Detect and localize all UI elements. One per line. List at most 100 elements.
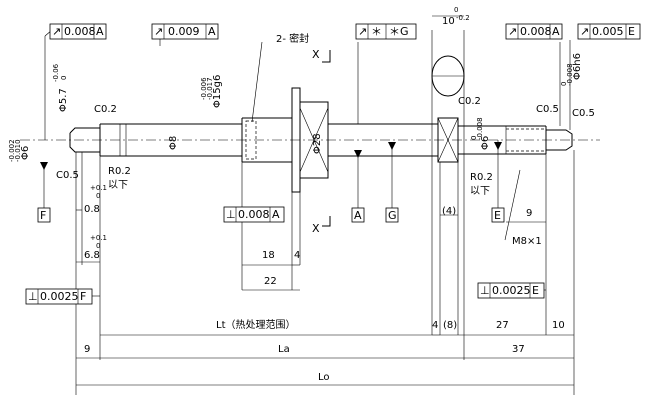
svg-text:↗: ↗ bbox=[580, 25, 589, 38]
svg-text:0.0025: 0.0025 bbox=[40, 290, 79, 303]
svg-text:-0.06: -0.06 bbox=[52, 63, 60, 82]
datum-box-f: F bbox=[37, 207, 51, 223]
c02-left-label: C0.2 bbox=[94, 104, 117, 115]
svg-text:＊: ＊ bbox=[371, 25, 382, 38]
svg-text:0.0025: 0.0025 bbox=[492, 284, 531, 297]
svg-text:G: G bbox=[388, 209, 397, 222]
phi57-label: Φ5.7 bbox=[58, 88, 69, 112]
dim-9a-label: 9 bbox=[526, 208, 532, 219]
datum-triangle-e bbox=[494, 142, 502, 150]
svg-text:↗: ↗ bbox=[358, 25, 367, 38]
r02-left-label: R0.2 bbox=[108, 166, 131, 177]
below-left-label: 以下 bbox=[108, 180, 128, 191]
svg-text:E: E bbox=[628, 25, 635, 38]
c05-left-label: C0.5 bbox=[56, 170, 79, 181]
svg-text:0.009: 0.009 bbox=[168, 25, 200, 38]
svg-text:F: F bbox=[80, 290, 86, 303]
svg-text:0.008: 0.008 bbox=[238, 208, 270, 221]
dim-9b-label: 9 bbox=[84, 344, 90, 355]
phi8-label: Φ8 bbox=[168, 136, 179, 150]
r02-right-label: R0.2 bbox=[470, 172, 493, 183]
svg-text:-0.006: -0.006 bbox=[200, 77, 208, 100]
svg-text:0: 0 bbox=[96, 242, 100, 250]
dim-27-label: 27 bbox=[496, 320, 509, 331]
svg-text:⊥: ⊥ bbox=[480, 284, 490, 297]
svg-text:⊥: ⊥ bbox=[226, 208, 236, 221]
svg-text:-0.010: -0.010 bbox=[14, 139, 22, 162]
datum-triangle-a bbox=[354, 150, 362, 158]
svg-text:E: E bbox=[494, 209, 501, 222]
dim-8p-label: (8) bbox=[443, 320, 457, 331]
svg-text:↗: ↗ bbox=[52, 25, 61, 38]
svg-text:-0.002: -0.002 bbox=[8, 139, 16, 162]
dim-4p-label: (4) bbox=[442, 206, 456, 217]
section-mark-top: X bbox=[312, 48, 320, 61]
datum-box-e: E bbox=[491, 207, 505, 223]
la-label: La bbox=[278, 344, 290, 355]
fcf-top-right1: ↗ 0.008 A bbox=[505, 23, 563, 40]
fcf-top-right2: ↗ 0.005 E bbox=[577, 23, 641, 40]
below-right-label: 以下 bbox=[470, 186, 490, 197]
svg-text:A: A bbox=[272, 208, 280, 221]
svg-text:0.008: 0.008 bbox=[520, 25, 552, 38]
svg-text:E: E bbox=[532, 284, 539, 297]
lt-label: Lt（热处理范围） bbox=[216, 318, 296, 331]
dim-37-label: 37 bbox=[512, 344, 525, 355]
dim-10b-label: 10 bbox=[552, 320, 565, 331]
dim-68-label: 6.8 bbox=[84, 250, 100, 261]
c02-right-label: C0.2 bbox=[458, 96, 481, 107]
fcf-top-sym: ↗ ＊ ＊G bbox=[355, 23, 417, 40]
fcf-left-perp: ⊥ 0.0025 F bbox=[25, 288, 93, 305]
svg-text:-0.008: -0.008 bbox=[476, 117, 484, 140]
svg-text:↗: ↗ bbox=[508, 25, 517, 38]
phi6-label: Φ6 bbox=[20, 146, 31, 160]
dim-22-label: 22 bbox=[264, 276, 277, 287]
phi6h6-label: Φ6h6 bbox=[572, 53, 583, 80]
dim-18-label: 18 bbox=[262, 250, 275, 261]
dimension-lines bbox=[76, 15, 574, 386]
dim-10-label: 10 bbox=[442, 16, 455, 27]
c05-right1-label: C0.5 bbox=[536, 104, 559, 115]
c05-right2-label: C0.5 bbox=[572, 108, 595, 119]
fcf-top-mid: ↗ 0.009 A bbox=[151, 23, 219, 40]
phi28-label: Φ28 bbox=[312, 133, 323, 154]
lo-label: Lo bbox=[318, 372, 330, 383]
m8-label: M8×1 bbox=[512, 236, 542, 247]
svg-text:0.005: 0.005 bbox=[592, 25, 624, 38]
svg-text:-0.017: -0.017 bbox=[206, 77, 214, 100]
datum-triangle-f bbox=[40, 162, 48, 170]
svg-text:＊G: ＊G bbox=[389, 25, 409, 38]
datum-box-g: G bbox=[385, 207, 399, 223]
dim-08-label: 0.8 bbox=[84, 204, 100, 215]
section-mark-bottom: X bbox=[312, 222, 320, 235]
extension-lines bbox=[75, 30, 575, 395]
svg-text:A: A bbox=[354, 209, 362, 222]
svg-text:0: 0 bbox=[96, 192, 100, 200]
svg-text:↗: ↗ bbox=[154, 25, 163, 38]
svg-text:0: 0 bbox=[454, 6, 458, 14]
svg-text:0.008: 0.008 bbox=[64, 25, 96, 38]
svg-text:A: A bbox=[208, 25, 216, 38]
svg-text:-0.008: -0.008 bbox=[566, 63, 574, 86]
fcf-mid-perp: ⊥ 0.008 A bbox=[223, 206, 285, 223]
svg-text:F: F bbox=[40, 209, 46, 222]
svg-text:0: 0 bbox=[60, 76, 68, 80]
svg-text:0: 0 bbox=[560, 82, 568, 86]
svg-text:0: 0 bbox=[470, 136, 478, 140]
dim-4a-label: 4 bbox=[294, 250, 300, 261]
svg-text:A: A bbox=[96, 25, 104, 38]
seal-label: 2- 密封 bbox=[276, 32, 309, 45]
datum-triangle-g bbox=[388, 142, 396, 150]
fcf-top-left: ↗ 0.008 A bbox=[49, 23, 107, 40]
fcf-right-perp: ⊥ 0.0025 E bbox=[477, 282, 545, 299]
dim-4b-label: 4 bbox=[432, 320, 438, 331]
phi15-label: Φ15g6 bbox=[212, 75, 223, 108]
datum-box-a: A bbox=[351, 207, 365, 223]
svg-text:⊥: ⊥ bbox=[28, 290, 38, 303]
shaft-outline bbox=[69, 87, 573, 193]
svg-text:A: A bbox=[552, 25, 560, 38]
svg-text:+0.1: +0.1 bbox=[90, 234, 107, 242]
phi6b-label: Φ6 bbox=[480, 136, 491, 150]
svg-text:+0.1: +0.1 bbox=[90, 184, 107, 192]
